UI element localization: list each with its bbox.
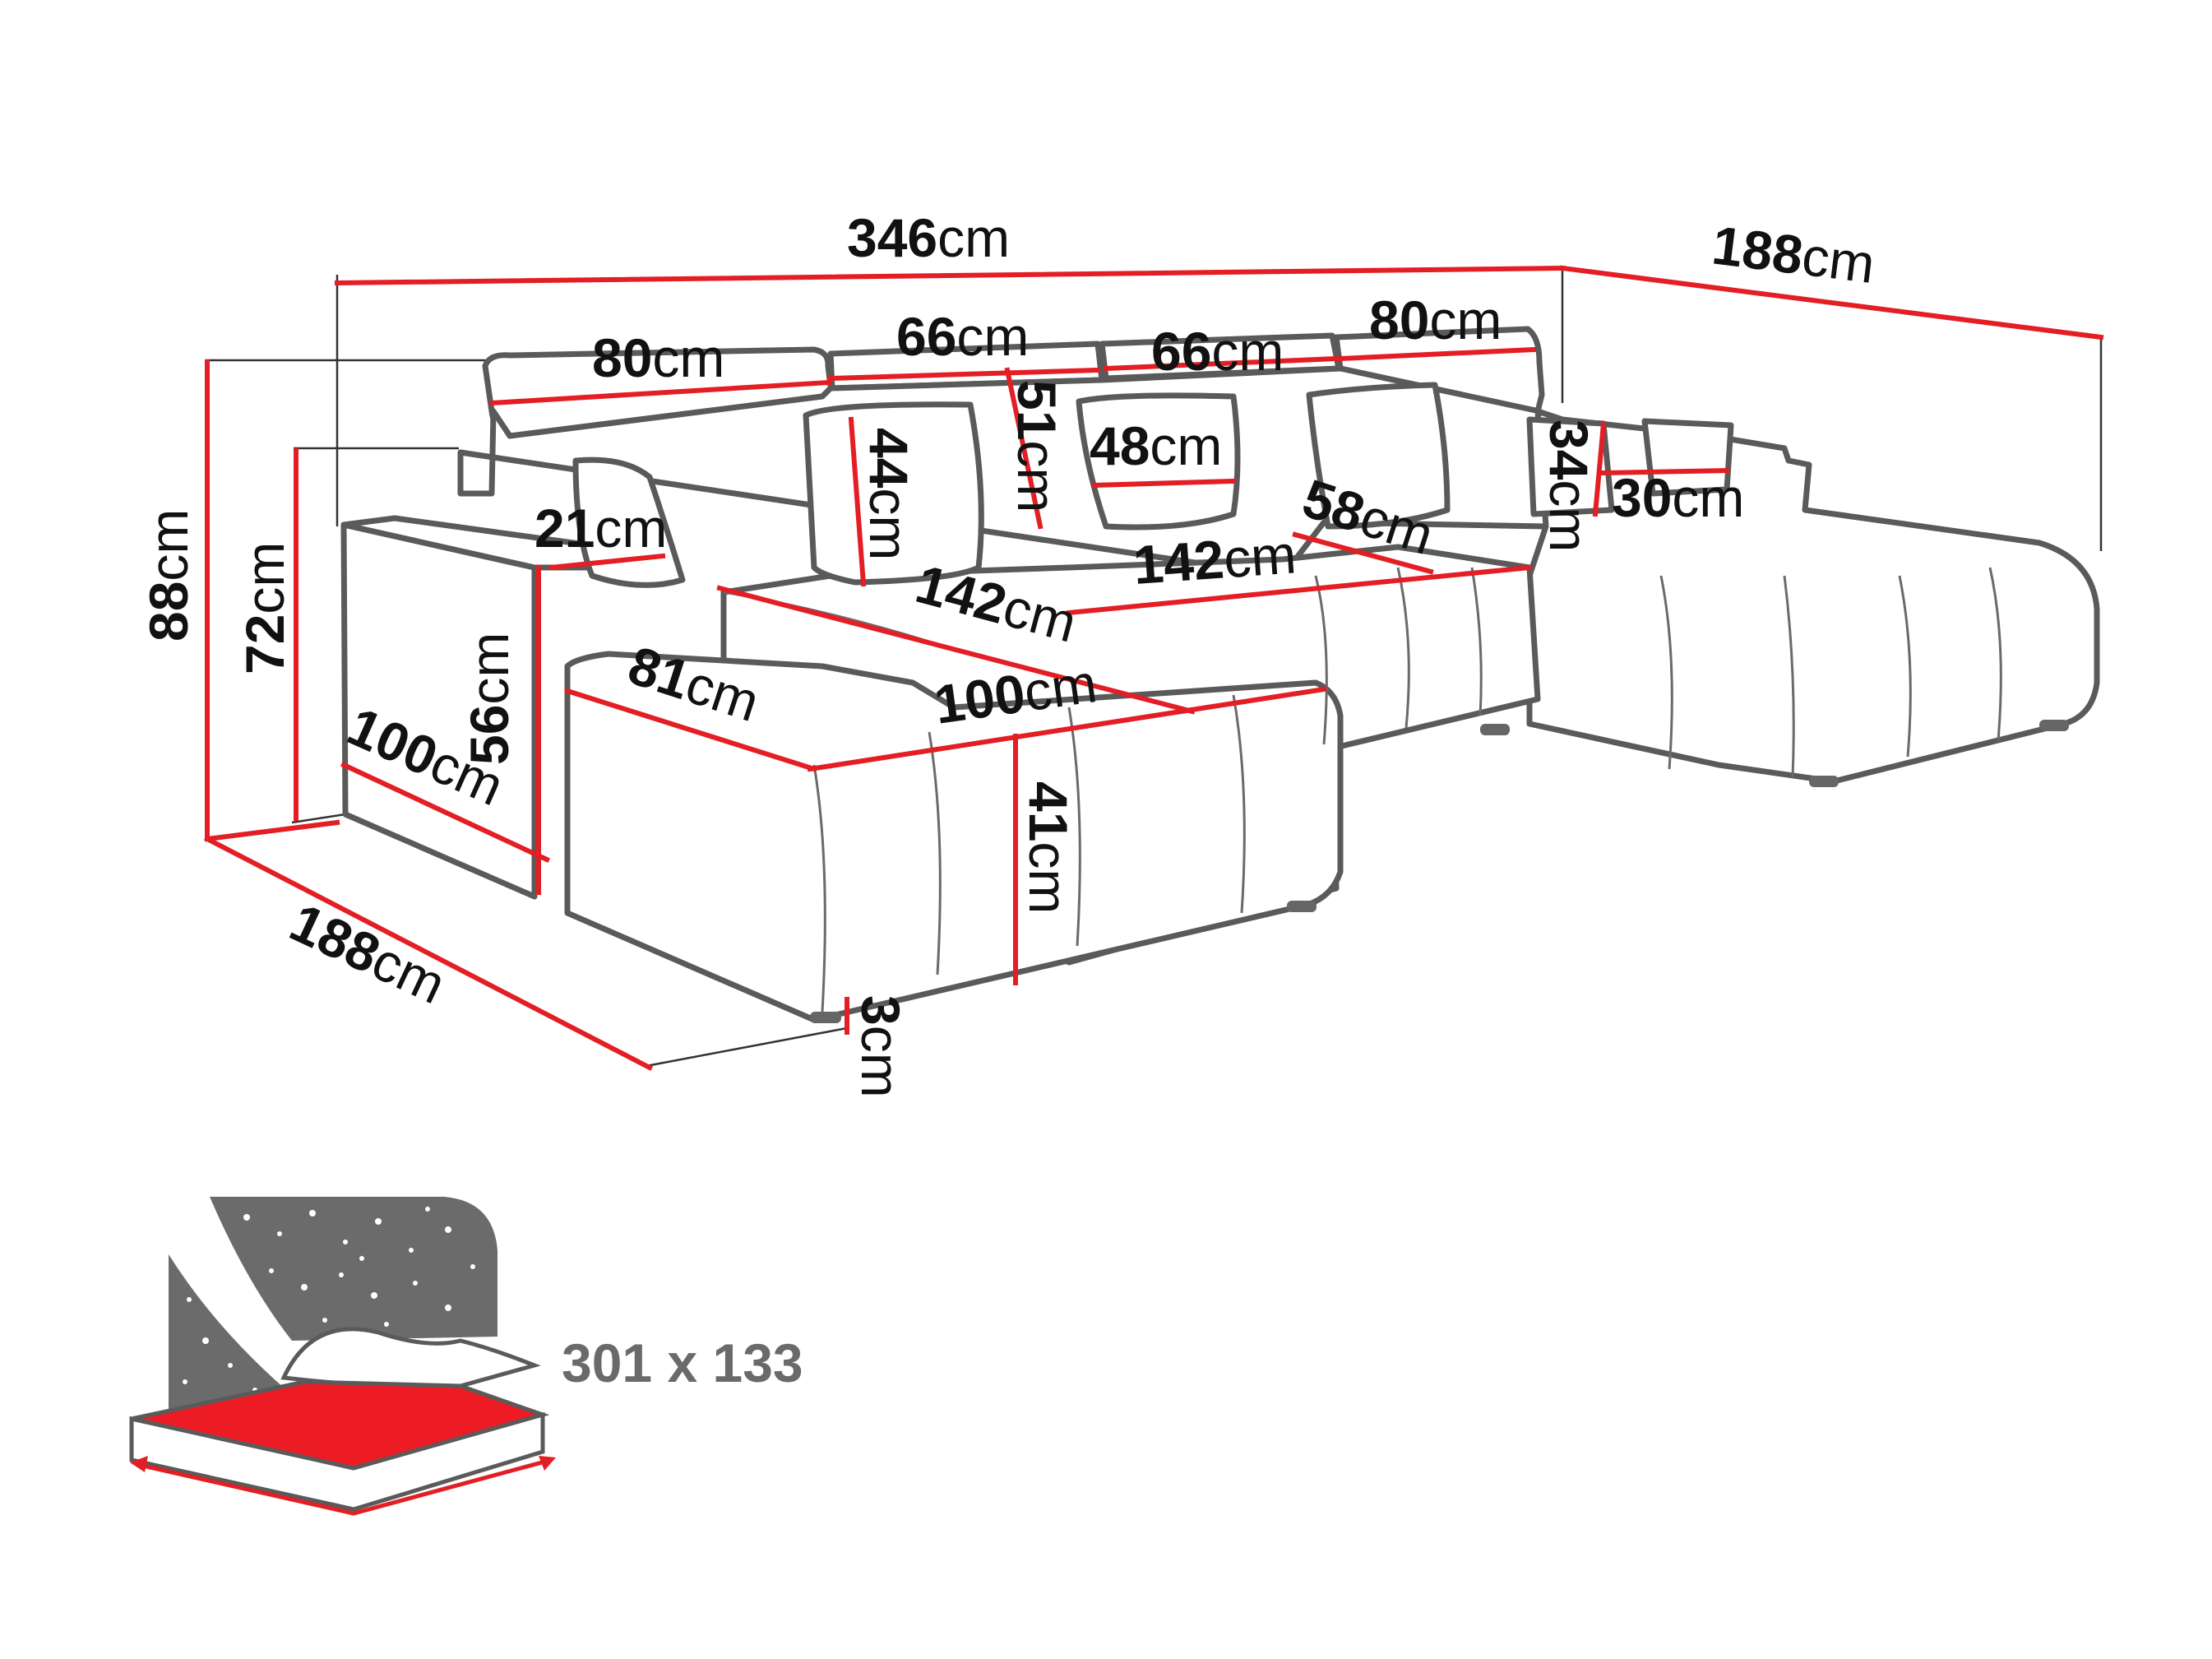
dim-cushion-3	[1103, 355, 1340, 372]
foot	[1287, 901, 1317, 912]
foot	[1809, 776, 1839, 787]
label-chaise-depth: 100cm	[931, 652, 1100, 735]
sofa-seams	[723, 567, 2002, 1013]
reference-lines	[206, 269, 2103, 1068]
dim-cushion-1	[488, 379, 832, 406]
dim-armrest-depth	[340, 762, 550, 863]
pillow-small-right-1	[1526, 416, 1615, 517]
dimension-lines	[203, 265, 2104, 1072]
dim-cushion-4	[1337, 346, 1537, 362]
label-overall-width: 346cm	[847, 207, 1010, 268]
bed-size-label: 301 x 133	[562, 1332, 803, 1393]
label-right-depth: 188cm	[1709, 214, 1878, 294]
label-pillow-small-height: 34cm	[1539, 419, 1599, 552]
label-armrest-width: 21cm	[534, 498, 667, 558]
label-cushion-height: 51cm	[1007, 380, 1067, 512]
dim-pillow-large-height	[848, 416, 867, 587]
label-seat-height: 41cm	[1018, 781, 1079, 914]
dim-middle-seat	[1066, 564, 1533, 616]
pillow-small-left	[572, 456, 686, 588]
pillow-small-right-2	[1641, 418, 1734, 497]
label-pillow-large-width: 48cm	[1090, 415, 1222, 476]
label-leg-height: 3cm	[850, 995, 911, 1098]
dim-chaise-width	[564, 688, 817, 772]
dim-pillow-large-width	[1090, 478, 1237, 489]
label-pillow-large-height: 44cm	[858, 428, 919, 560]
label-cushion-3: 66cm	[1151, 321, 1284, 382]
label-cushion-4: 80cm	[1369, 290, 1502, 350]
foot	[1480, 724, 1510, 735]
dim-cushion-height	[1004, 367, 1044, 530]
sofa-outline	[340, 326, 2100, 1023]
length-arrow	[135, 1457, 552, 1516]
mattress-side	[129, 1411, 545, 1512]
dim-chaise-depth	[807, 686, 1327, 772]
dim-overall-width	[334, 265, 1566, 286]
label-middle-seat: 142cm	[1131, 523, 1298, 595]
dim-left-seat-length	[716, 585, 1196, 715]
left-chaise	[564, 651, 1344, 1023]
label-cushion-1: 80cm	[592, 327, 724, 388]
foot	[2039, 720, 2069, 731]
pillow-large-right	[1306, 382, 1451, 530]
label-pillow-small-width: 30cm	[1612, 467, 1744, 528]
night-sky	[210, 1197, 497, 1341]
pillow-large-left	[803, 401, 984, 586]
label-armrest-height: 56cm	[459, 633, 520, 765]
dim-left-depth	[203, 835, 654, 1072]
label-cushion-2: 66cm	[896, 306, 1029, 367]
foot	[810, 1012, 841, 1023]
label-total-height: 88cm	[138, 509, 199, 642]
label-back-height: 72cm	[234, 542, 295, 674]
dim-seat-depth	[1292, 531, 1434, 575]
dim-armrest-width	[548, 553, 666, 571]
dim-cushion-2	[827, 367, 1101, 382]
night-sky-lower	[169, 1254, 296, 1415]
stars	[183, 1207, 475, 1393]
dim-pillow-small-width	[1600, 467, 1730, 476]
dim-right-depth	[1559, 265, 2104, 341]
label-left-depth: 188cm	[281, 892, 455, 1016]
dim-pillow-small-height	[1592, 420, 1607, 517]
sleeping-function-icon: 301 x 133	[129, 1197, 803, 1516]
